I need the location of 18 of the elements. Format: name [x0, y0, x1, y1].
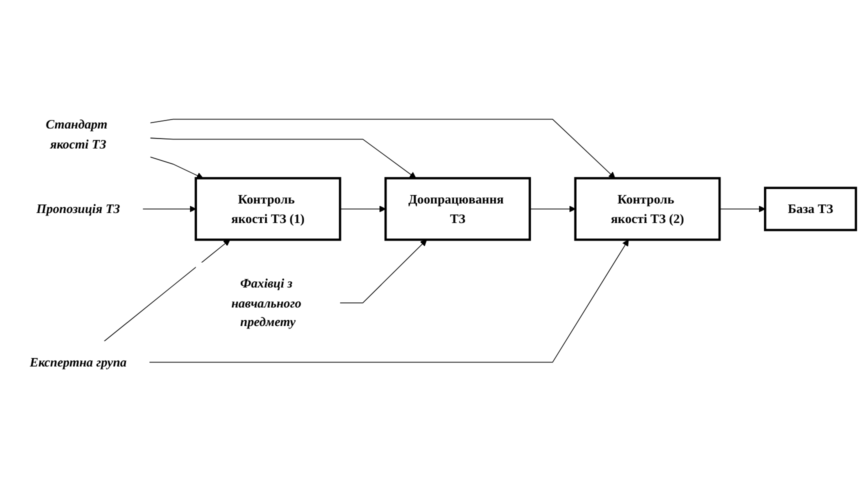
node-text: Експертна група — [30, 354, 127, 370]
node-text: Стандарт якості ТЗ — [46, 117, 108, 152]
node-text: Фахівці з навчального предмету — [231, 276, 302, 330]
arrow — [719, 206, 766, 212]
node-box: База ТЗ — [764, 186, 858, 232]
node-box: Доопрацювання ТЗ — [384, 177, 531, 241]
arrow — [150, 118, 616, 179]
arrow — [340, 206, 386, 212]
arrow — [340, 239, 427, 304]
arrow — [150, 156, 204, 179]
arrow — [149, 239, 629, 363]
arrow — [142, 206, 196, 212]
arrow — [150, 138, 416, 179]
arrow — [104, 239, 230, 342]
arrow — [529, 206, 576, 212]
node-box: Контроль якості ТЗ (2) — [574, 177, 721, 241]
node-text: Пропозиція ТЗ — [36, 202, 120, 216]
node-box: Контроль якості ТЗ (1) — [194, 177, 342, 241]
